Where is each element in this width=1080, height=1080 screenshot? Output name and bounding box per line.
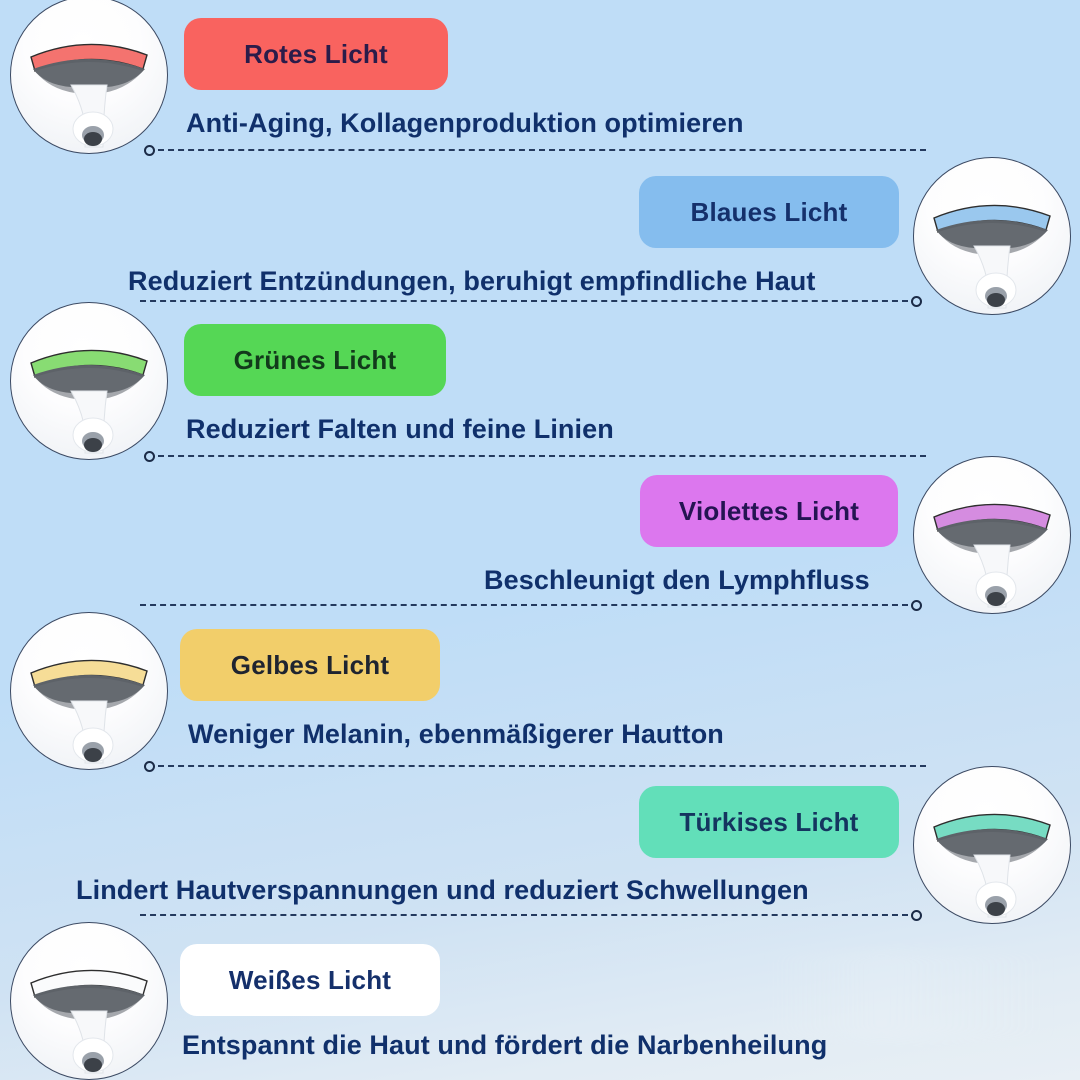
watermark [760,950,1060,1040]
device-image-gelbes-licht [10,612,168,770]
description-tuerkises-licht: Lindert Hautverspannungen und reduziert … [76,875,809,905]
device-image-blaues-licht [913,157,1071,315]
connector-rotes-licht [144,142,926,158]
connector-dot-icon [144,760,155,772]
pill-label: Blaues Licht [690,196,848,227]
connector-dot-icon [911,909,922,921]
connector-dot-icon [911,599,922,611]
pill-label: Rotes Licht [244,38,388,69]
connector-gelbes-licht [144,758,926,774]
pill-label: Grünes Licht [233,344,397,375]
description-gruenes-licht: Reduziert Falten und feine Linien [186,414,614,444]
connector-blaues-licht [140,293,922,309]
pill-gruenes-licht[interactable]: Grünes Licht [184,324,446,396]
connector-line [140,604,908,606]
connector-dot-icon [144,450,155,462]
connector-gruenes-licht [144,448,926,464]
device-image-tuerkises-licht [913,766,1071,924]
pill-label: Violettes Licht [678,495,860,526]
device-illustration [30,659,148,764]
connector-dot-icon [144,144,155,156]
pill-gelbes-licht[interactable]: Gelbes Licht [180,629,440,701]
device-illustration [933,503,1051,608]
pill-label: Gelbes Licht [230,649,390,680]
pill-weisses-licht[interactable]: Weißes Licht [180,944,440,1016]
pill-blaues-licht[interactable]: Blaues Licht [639,176,899,248]
device-image-rotes-licht [10,0,168,154]
pill-tuerkises-licht[interactable]: Türkises Licht [639,786,899,858]
pill-label: Türkises Licht [679,806,859,837]
description-gelbes-licht: Weniger Melanin, ebenmäßigerer Hautton [188,719,724,749]
pill-label: Weißes Licht [228,964,392,995]
device-illustration [30,969,148,1074]
description-blaues-licht: Reduziert Entzündungen, beruhigt empfind… [128,266,816,296]
connector-line [158,149,926,151]
connector-line [158,455,926,457]
pill-violettes-licht[interactable]: Violettes Licht [640,475,898,547]
description-weisses-licht: Entspannt die Haut und fördert die Narbe… [182,1030,828,1060]
pill-rotes-licht[interactable]: Rotes Licht [184,18,448,90]
connector-tuerkises-licht [140,907,922,923]
device-image-weisses-licht [10,922,168,1080]
device-image-violettes-licht [913,456,1071,614]
connector-line [140,914,908,916]
device-illustration [933,204,1051,309]
connector-violettes-licht [140,597,922,613]
device-illustration [30,349,148,454]
connector-line [140,300,908,302]
device-illustration [30,43,148,148]
description-violettes-licht: Beschleunigt den Lymphfluss [484,565,870,595]
connector-line [158,765,926,767]
device-illustration [933,813,1051,918]
device-image-gruenes-licht [10,302,168,460]
connector-dot-icon [911,295,922,307]
description-rotes-licht: Anti-Aging, Kollagenproduktion optimiere… [186,108,744,138]
